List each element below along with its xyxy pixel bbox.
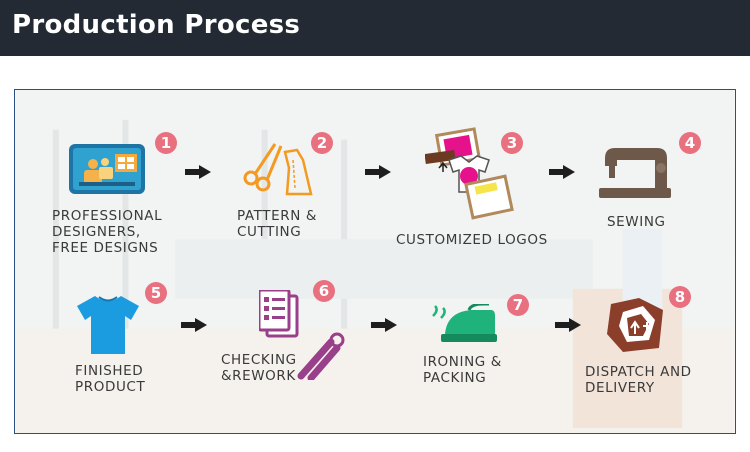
page-title: Production Process	[12, 10, 301, 40]
arrow-right-icon	[549, 165, 575, 179]
arrow-right-icon	[185, 165, 211, 179]
step-badge: 2	[311, 132, 333, 154]
factory-background-image	[16, 90, 734, 433]
arrow-right-icon	[181, 318, 207, 332]
process-panel: 1 PROFESSIONAL DESIGNERS, FREE DESIGNS 2…	[14, 89, 736, 434]
scissors-pattern-icon	[243, 143, 313, 196]
arrow-right-icon	[371, 318, 397, 332]
step-badge: 6	[313, 280, 335, 302]
step-label: SEWING	[607, 214, 666, 230]
step-badge: 5	[145, 282, 167, 304]
step-label: PROFESSIONAL DESIGNERS, FREE DESIGNS	[52, 208, 163, 256]
step-badge: 1	[155, 132, 177, 154]
step-badge: 8	[669, 286, 691, 308]
arrow-right-icon	[555, 318, 581, 332]
sewing-machine-icon	[599, 148, 671, 198]
logo-icon	[425, 127, 514, 220]
arrow-right-icon	[365, 165, 391, 179]
step-label: DISPATCH AND DELIVERY	[585, 364, 692, 396]
checklist-icon	[259, 290, 345, 380]
step-badge: 4	[679, 132, 701, 154]
step-label: FINISHED PRODUCT	[75, 363, 146, 395]
step-label: PATTERN & CUTTING	[237, 208, 317, 240]
step-badge: 3	[501, 132, 523, 154]
step-label: CUSTOMIZED LOGOS	[396, 232, 548, 248]
step-label: CHECKING &REWORK	[221, 352, 297, 384]
designers-icon	[69, 144, 145, 194]
page-header: Production Process	[0, 0, 750, 56]
iron-icon	[432, 304, 497, 342]
step-label: IRONING & PACKING	[423, 354, 502, 386]
step-badge: 7	[507, 294, 529, 316]
box-icon	[607, 298, 663, 352]
tshirt-icon	[77, 296, 139, 354]
